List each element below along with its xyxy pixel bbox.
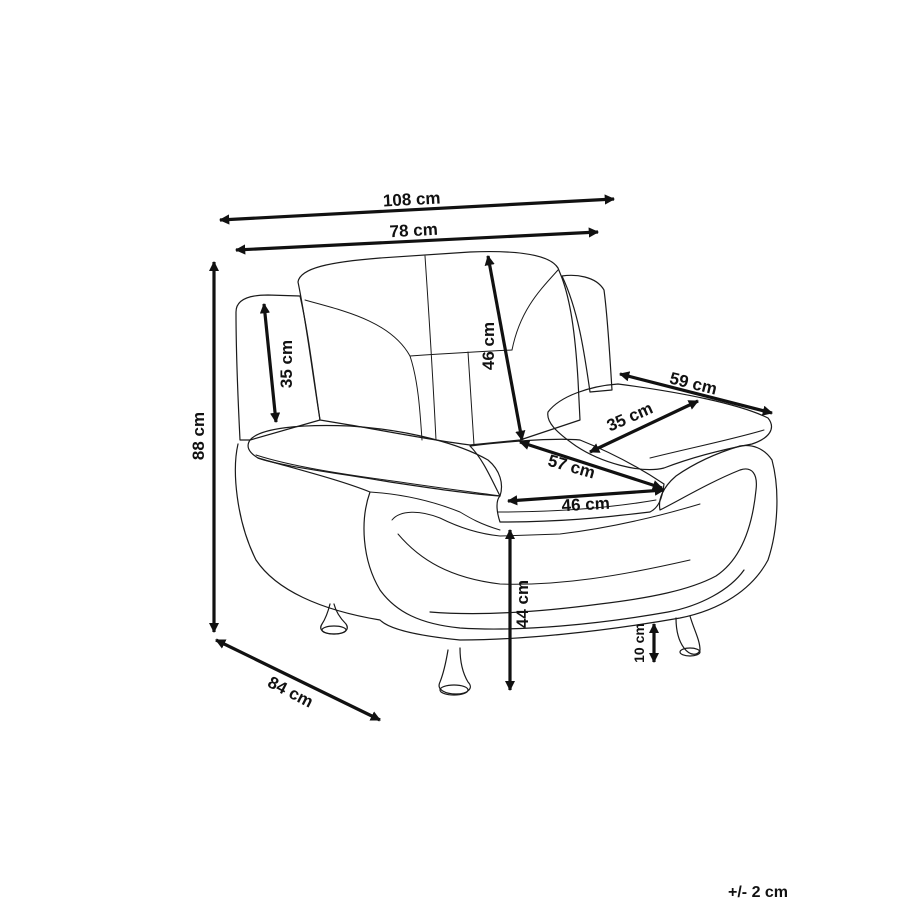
backrest-seam-center xyxy=(467,351,475,446)
front-panel-top xyxy=(391,503,701,537)
front-panel-stitch xyxy=(397,533,691,585)
dimension-arrows xyxy=(208,194,773,722)
left-armrest-edge xyxy=(255,454,501,497)
leg-front-left-foot xyxy=(439,684,469,696)
label-overall-height: 88 cm xyxy=(189,412,208,460)
label-seat-height: 44 cm xyxy=(513,580,532,628)
label-armrest-height: 35 cm xyxy=(277,340,296,388)
leg-front-right xyxy=(675,615,701,655)
arrow-backrest-height xyxy=(484,254,526,442)
label-inner-width: 78 cm xyxy=(389,220,438,241)
arrow-armrest-height xyxy=(259,302,281,424)
left-arm-front xyxy=(257,457,745,630)
label-armrest-width: 35 cm xyxy=(604,398,656,435)
leg-front-left xyxy=(438,647,471,695)
right-armrest-pad xyxy=(547,383,773,471)
arrow-armrest-length xyxy=(619,371,773,416)
left-back-panel xyxy=(235,294,321,441)
armchair-outline xyxy=(234,251,778,696)
tolerance-note: +/- 2 cm xyxy=(728,884,789,901)
leg-front-right-foot xyxy=(679,647,701,657)
right-back-panel xyxy=(561,274,613,393)
leg-back-left xyxy=(320,603,348,635)
arrow-seat-depth xyxy=(519,439,663,491)
seat-cushion xyxy=(469,438,665,523)
label-leg-height: 10 cm xyxy=(631,623,647,663)
dimension-labels: 108 cm 78 cm 88 cm 35 cm 46 cm 59 cm 35 … xyxy=(189,189,719,712)
left-arm-inner-curve xyxy=(369,491,501,531)
chair-base-body xyxy=(234,443,778,641)
label-seat-width: 46 cm xyxy=(561,494,610,515)
backrest-curve-left xyxy=(304,299,423,441)
backrest-seam-vertical xyxy=(424,255,437,441)
arrow-overall-width xyxy=(218,194,616,225)
label-overall-depth: 84 cm xyxy=(265,673,317,712)
right-arm-body xyxy=(429,445,757,615)
arrow-inner-width xyxy=(234,227,600,255)
arrow-seat-width xyxy=(506,485,666,506)
arrow-overall-depth xyxy=(215,638,381,722)
label-seat-depth: 57 cm xyxy=(546,451,598,483)
leg-back-left-foot xyxy=(321,625,347,635)
label-backrest-height: 46 cm xyxy=(479,322,498,370)
left-armrest-pad xyxy=(247,424,503,497)
label-overall-width: 108 cm xyxy=(382,189,441,211)
backrest-curve-right xyxy=(511,269,559,351)
backrest-cushion xyxy=(297,251,581,446)
